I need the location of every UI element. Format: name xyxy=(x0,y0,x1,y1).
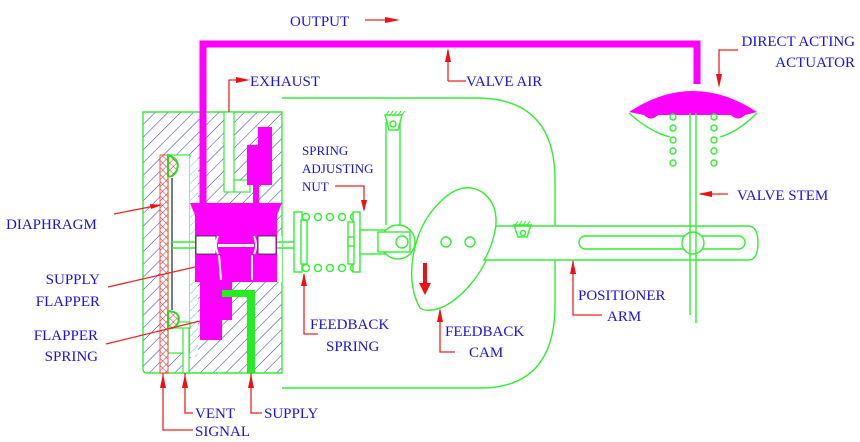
label-feedback-cam-1: FEEDBACK xyxy=(445,324,524,340)
cam-hole-left xyxy=(440,236,452,248)
label-direct-acting-actuator-2: ACTUATOR xyxy=(775,55,855,71)
label-flapper-spring-1: FLAPPER xyxy=(34,328,98,344)
label-spring-adjusting-nut-1: SPRING xyxy=(302,143,348,158)
diaphragm-bead-top xyxy=(167,153,179,178)
label-feedback-spring-2: SPRING xyxy=(326,339,380,355)
label-output: OUTPUT xyxy=(290,14,349,30)
feedback-spring xyxy=(293,211,359,273)
label-feedback-spring-1: FEEDBACK xyxy=(310,317,389,333)
leader-lines xyxy=(105,17,738,431)
label-vent: VENT xyxy=(195,406,235,422)
direct-acting-actuator xyxy=(628,91,758,167)
supply-passage xyxy=(222,290,255,373)
label-signal: SIGNAL xyxy=(195,424,250,440)
label-positioner-arm-2: ARM xyxy=(607,309,641,325)
label-flapper-spring-2: SPRING xyxy=(45,349,99,365)
label-valve-stem: VALVE STEM xyxy=(737,188,828,204)
diaphragm-bead-bottom xyxy=(167,309,180,330)
label-supply-flapper-2: FLAPPER xyxy=(36,294,100,310)
label-supply: SUPPLY xyxy=(264,406,319,422)
pivot-lever xyxy=(377,110,416,260)
label-spring-adjusting-nut-3: NUT xyxy=(302,179,329,194)
spring-coils-top xyxy=(301,212,359,222)
spring-coils-bottom xyxy=(301,263,359,273)
valve-stem xyxy=(689,113,697,323)
cam-direction-arrow-icon xyxy=(419,263,431,295)
label-valve-air: VALVE AIR xyxy=(466,74,542,90)
actuator-spring-right xyxy=(710,113,718,167)
actuator-spring-left xyxy=(669,113,677,167)
output-air-line xyxy=(199,40,701,205)
label-exhaust: EXHAUST xyxy=(250,74,320,90)
label-supply-flapper-1: SUPPLY xyxy=(46,272,101,288)
label-feedback-cam-2: CAM xyxy=(469,345,503,361)
positioner-arm xyxy=(482,220,759,261)
label-direct-acting-actuator-1: DIRECT ACTING xyxy=(742,34,856,50)
label-positioner-arm-1: POSITIONER xyxy=(578,288,666,304)
label-spring-adjusting-nut-2: ADJUSTING xyxy=(302,161,374,176)
relay-valve xyxy=(190,127,282,340)
diaphragm xyxy=(159,154,169,374)
label-diaphragm: DIAPHRAGM xyxy=(6,217,97,233)
feedback-cam xyxy=(410,187,497,311)
cam-hole-right xyxy=(464,236,476,248)
